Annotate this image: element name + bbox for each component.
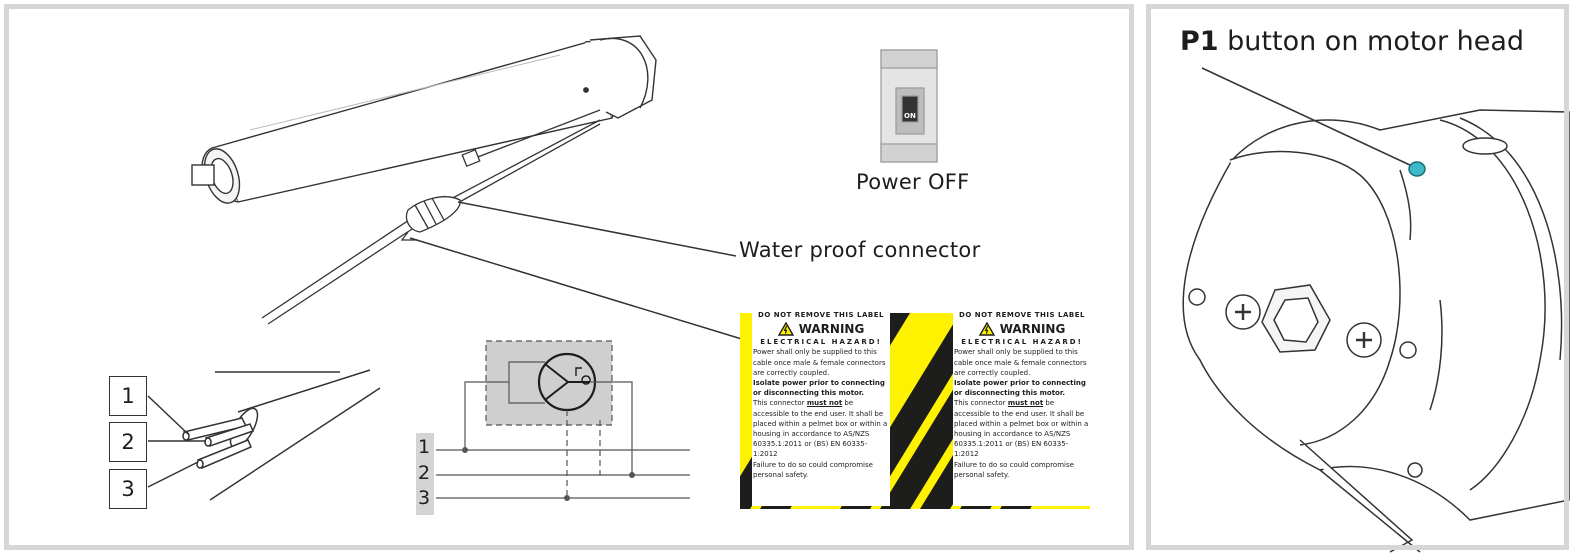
label-p3a: This connector: [954, 399, 1008, 408]
label-p3a: This connector: [753, 399, 807, 408]
label-warning-row: WARNING: [752, 321, 890, 337]
schematic-number-1: 1: [418, 436, 431, 458]
label-p4: Failure to do so could compromise person…: [753, 460, 873, 479]
schematic-number-3: 3: [418, 487, 431, 509]
label-p4: Failure to do so could compromise person…: [954, 460, 1074, 479]
label-warning-title: WARNING: [798, 322, 865, 337]
label-header: DO NOT REMOVE THIS LABEL: [758, 311, 884, 319]
motor-head-drawing: [1182, 109, 1570, 553]
hazard-triangle-icon: [777, 321, 794, 336]
p1-button-icon: [1408, 161, 1426, 177]
label-hazard: ELECTRICAL HAZARD!: [760, 338, 882, 347]
label-body: Power shall only be supplied to this cab…: [752, 347, 890, 480]
label-p3b: be accessible to the end user. It shall …: [753, 399, 888, 459]
label-p1: Power shall only be supplied to this cab…: [753, 348, 886, 377]
warning-label-left: DO NOT REMOVE THIS LABEL WARNING ELECTRI…: [752, 310, 890, 506]
schematic-number-2: 2: [418, 462, 431, 484]
hazard-triangle-icon: [978, 321, 995, 336]
motor-symbol-box: [485, 340, 613, 426]
p1-button-panel: [1146, 4, 1569, 550]
label-warning-title: WARNING: [999, 322, 1066, 337]
label-body: Power shall only be supplied to this cab…: [953, 347, 1091, 480]
power-off-caption: Power OFF: [856, 170, 970, 194]
connector-caption: Water proof connector: [739, 238, 981, 262]
wire-number-1: 1: [109, 376, 147, 416]
label-p3b: be accessible to the end user. It shall …: [954, 399, 1089, 459]
label-must-not: must not: [1007, 399, 1044, 408]
p1-title: P1 button on motor head: [1180, 26, 1524, 57]
wire-closeup: [147, 369, 381, 501]
label-warning-row: WARNING: [953, 321, 1091, 337]
label-p2: Isolate power prior to connecting or dis…: [753, 379, 885, 398]
power-switch-icon: [880, 49, 938, 163]
label-header: DO NOT REMOVE THIS LABEL: [959, 311, 1085, 319]
tubular-motor: [191, 35, 657, 204]
label-p1: Power shall only be supplied to this cab…: [954, 348, 1087, 377]
p1-title-rest: button on motor head: [1218, 26, 1525, 57]
label-must-not: must not: [806, 399, 843, 408]
wire-number-2: 2: [109, 422, 147, 462]
switch-on-mark: ON: [904, 112, 916, 120]
leader-lines: [409, 201, 746, 341]
label-p2: Isolate power prior to connecting or dis…: [954, 379, 1086, 398]
warning-label-right: DO NOT REMOVE THIS LABEL WARNING ELECTRI…: [953, 310, 1091, 506]
p1-leader-line: [1201, 67, 1413, 167]
p1-title-bold: P1: [1180, 26, 1219, 57]
motor-cables: [261, 109, 601, 325]
schematic-number-strip: [416, 433, 434, 515]
label-hazard: ELECTRICAL HAZARD!: [961, 338, 1083, 347]
wire-number-3: 3: [109, 469, 147, 509]
wiring-schematic: [416, 340, 690, 515]
